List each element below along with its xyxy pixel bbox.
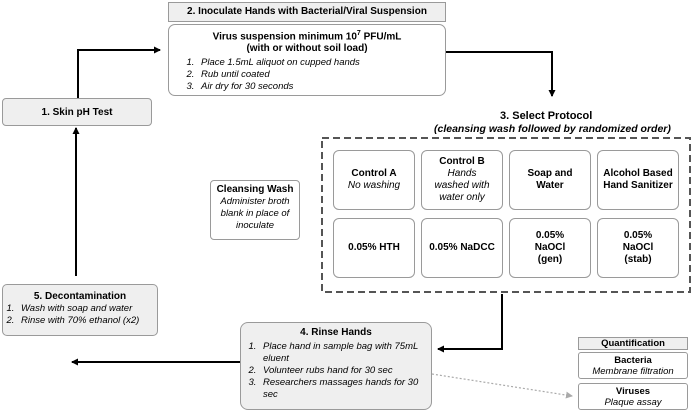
protocol-dashed-frame: [321, 137, 691, 293]
protocol-cell-nadcc: 0.05% NaDCC: [421, 218, 503, 278]
inoculate-title: 2. Inoculate Hands with Bacterial/Viral …: [187, 6, 427, 17]
decontamination-step: Rinse with 70% ethanol (x2): [17, 315, 157, 327]
protocol-title: 3. Select Protocol: [500, 110, 593, 122]
arrow-protocol-to-rinse: [437, 294, 503, 353]
arrow-rinse-to-quantification: [431, 373, 573, 399]
quantification-header: Quantification: [578, 337, 688, 350]
inoculate-box: Virus suspension minimum 107 PFU/mL (wit…: [168, 24, 446, 96]
protocol-cell-soap-water: Soap and Water: [509, 150, 591, 210]
cleansing-wash-title: Cleansing Wash: [216, 184, 294, 195]
protocol-cell-naocl-stab: 0.05% NaOCl (stab): [597, 218, 679, 278]
inoculate-header: 2. Inoculate Hands with Bacterial/Viral …: [168, 2, 446, 22]
quantification-viruses: Viruses Plaque assay: [578, 383, 688, 410]
skin-ph-box: 1. Skin pH Test: [2, 98, 152, 126]
protocol-cell-hth: 0.05% HTH: [333, 218, 415, 278]
arrow-rinse-to-decontamination: [85, 338, 240, 362]
quantification-bacteria: Bacteria Membrane filtration: [578, 352, 688, 379]
inoculate-soil-note: (with or without soil load): [246, 43, 368, 55]
arrow-skin-to-inoculate: [77, 46, 161, 98]
inoculate-concentration: Virus suspension minimum 107 PFU/mL: [212, 30, 402, 43]
rinse-step: Place hand in sample bag with 75mL eluen…: [259, 341, 425, 365]
rinse-title: 4. Rinse Hands: [300, 327, 372, 338]
rinse-steps: Place hand in sample bag with 75mL eluen…: [241, 341, 431, 401]
skin-ph-title: 1. Skin pH Test: [41, 106, 113, 118]
protocol-cell-control-a: Control A No washing: [333, 150, 415, 210]
inoculate-steps: Place 1.5mL aliquot on cupped hands Rub …: [175, 57, 439, 93]
decontamination-box: 5. Decontamination Wash with soap and wa…: [2, 284, 158, 336]
protocol-subtitle: (cleansing wash followed by randomized o…: [434, 123, 671, 135]
protocol-cell-naocl-gen: 0.05% NaOCl (gen): [509, 218, 591, 278]
protocol-cell-alcohol-sanitizer: Alcohol Based Hand Sanitizer: [597, 150, 679, 210]
quantification-title: Quantification: [601, 338, 665, 349]
rinse-box: 4. Rinse Hands Place hand in sample bag …: [240, 322, 432, 410]
protocol-cell-control-b: Control B Hands washed with water only: [421, 150, 503, 210]
inoculate-step: Rub until coated: [197, 69, 439, 81]
cleansing-wash-desc: Administer broth blank in place of inocu…: [220, 196, 290, 231]
decontamination-step: Wash with soap and water: [17, 303, 157, 315]
arrow-inoculate-to-protocol: [446, 51, 556, 97]
decontamination-steps: Wash with soap and water Rinse with 70% …: [3, 303, 157, 327]
inoculate-step: Place 1.5mL aliquot on cupped hands: [197, 57, 439, 69]
rinse-step: Volunteer rubs hand for 30 sec: [259, 365, 425, 377]
inoculate-step: Air dry for 30 seconds: [197, 81, 439, 93]
decontamination-title: 5. Decontamination: [33, 291, 127, 302]
rinse-step: Researchers massages hands for 30 sec: [259, 377, 425, 401]
cleansing-wash-box: Cleansing Wash Administer broth blank in…: [210, 180, 300, 240]
